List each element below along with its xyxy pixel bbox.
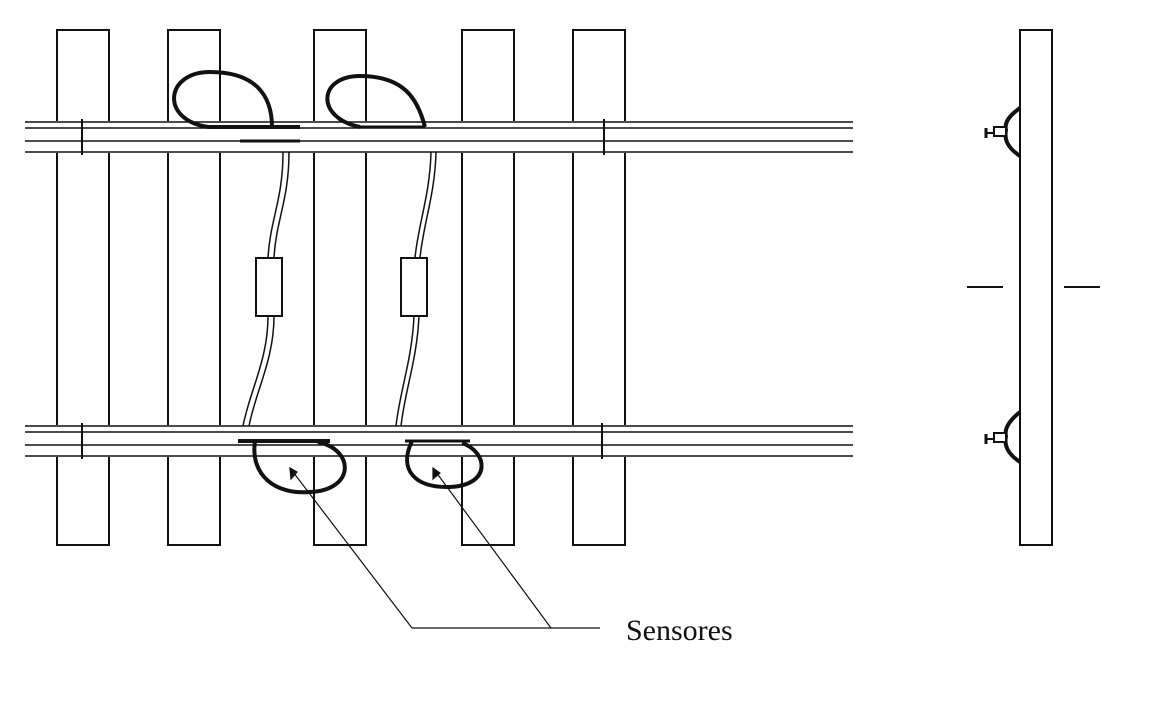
sensors-label: Sensores: [626, 614, 733, 647]
sensor-loop-bottom-right: [405, 440, 484, 490]
junction-box-right: [400, 257, 428, 317]
bottom-rail: [25, 423, 853, 459]
sleeper-side-view: [1019, 29, 1053, 546]
sensor-loops-top: [172, 69, 427, 129]
rail-profile-bottom: [984, 410, 1022, 464]
rail-profile-top: [984, 106, 1022, 158]
sleeper-2: [167, 29, 221, 546]
cables: [242, 151, 437, 427]
sleeper-5: [572, 29, 626, 546]
side-view: [967, 29, 1100, 546]
sensor-loop-top-left: [172, 69, 274, 129]
sleepers: [56, 29, 626, 546]
leader-lines: [289, 466, 600, 629]
sleeper-4: [461, 29, 515, 546]
sensor-loop-top-right: [325, 73, 427, 129]
sleeper-1: [56, 29, 110, 546]
sleeper-3: [313, 29, 367, 546]
top-rail: [25, 119, 853, 155]
sensor-loops-bottom: [252, 440, 484, 495]
junction-box-left: [255, 257, 283, 317]
sensor-loop-bottom-left: [252, 440, 347, 495]
junction-boxes: [255, 257, 428, 317]
